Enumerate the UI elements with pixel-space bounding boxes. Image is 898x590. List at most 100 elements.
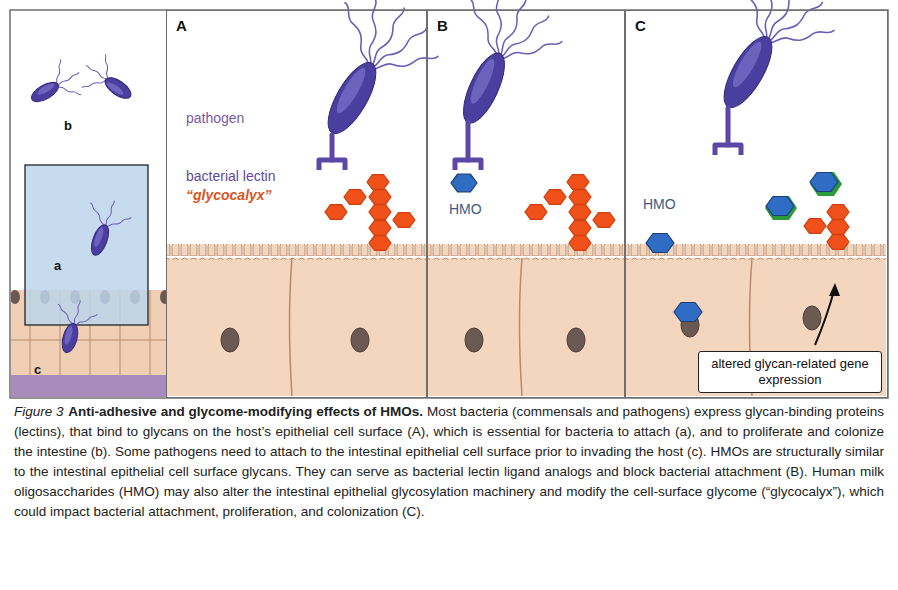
flagellum bbox=[104, 217, 131, 229]
panel-letter: B bbox=[437, 17, 448, 34]
glycan bbox=[369, 190, 391, 205]
bacterial-body bbox=[715, 30, 781, 114]
glycan bbox=[569, 221, 591, 236]
flagellum bbox=[368, 27, 428, 71]
hmo-molecule bbox=[766, 197, 794, 216]
nucleus bbox=[351, 328, 369, 352]
bacterial-lectin bbox=[319, 160, 345, 170]
glycan bbox=[827, 220, 849, 235]
flagellum bbox=[56, 85, 81, 96]
flagellum-group bbox=[368, 7, 407, 70]
hmo-molecule bbox=[646, 234, 674, 253]
glycan bbox=[827, 235, 849, 250]
flagellum-group bbox=[764, 1, 824, 45]
glycan bbox=[325, 205, 347, 220]
caption-text: Most bacteria (commensals and pathogens)… bbox=[14, 404, 884, 519]
epithelial-cell bbox=[428, 258, 624, 396]
part-label: HMO bbox=[449, 201, 482, 217]
flagellum-group bbox=[765, 29, 835, 46]
bacterium bbox=[681, 0, 849, 135]
body-highlight bbox=[36, 81, 56, 96]
flagellum bbox=[82, 79, 108, 88]
lectin-stalk bbox=[466, 122, 471, 160]
bacterial-body bbox=[455, 48, 512, 129]
flagellum bbox=[764, 1, 824, 45]
flagellum bbox=[765, 29, 835, 46]
caption-block: Figure 3 Anti-adhesive and glycome-modify… bbox=[14, 402, 884, 522]
flagellum-group bbox=[105, 54, 109, 80]
body-highlight bbox=[728, 39, 766, 91]
bacterium bbox=[421, 0, 574, 145]
epithelial-cell bbox=[626, 258, 886, 396]
flagellum-group bbox=[368, 27, 428, 71]
callout-letter: b bbox=[64, 118, 72, 133]
nucleus bbox=[567, 328, 585, 352]
flagellum-group bbox=[497, 40, 563, 62]
flagellum-group bbox=[56, 85, 81, 96]
callout-letter: c bbox=[34, 362, 41, 377]
arrowhead bbox=[829, 283, 840, 296]
bacterium bbox=[22, 55, 89, 118]
hmo-molecule bbox=[810, 173, 838, 192]
bacterial-body bbox=[29, 78, 62, 105]
glycan bbox=[369, 221, 391, 236]
flagellum bbox=[105, 54, 109, 80]
callout-letter: a bbox=[54, 258, 61, 273]
glycan bbox=[567, 175, 589, 190]
flagellum-group bbox=[56, 72, 80, 87]
glycan bbox=[569, 205, 591, 220]
glycan bbox=[393, 213, 415, 228]
lectin-stalk bbox=[330, 135, 335, 160]
modified-glycan-edge bbox=[810, 172, 842, 196]
cell-boundary bbox=[290, 258, 293, 396]
epithelial-cell bbox=[167, 258, 426, 396]
bacterial-body bbox=[102, 74, 135, 103]
bacterial-body bbox=[319, 56, 385, 140]
glycan bbox=[593, 213, 615, 228]
panel: A bbox=[166, 10, 427, 398]
hmo-molecule bbox=[451, 174, 477, 192]
flagellum-group bbox=[496, 0, 501, 59]
bacterium bbox=[74, 193, 135, 262]
part-label: pathogen bbox=[186, 110, 244, 126]
glycan bbox=[569, 190, 591, 205]
flagellum bbox=[497, 15, 551, 62]
flagellum bbox=[368, 7, 407, 70]
nucleus bbox=[465, 328, 483, 352]
flagellum-group bbox=[344, 1, 373, 69]
microvilli bbox=[428, 244, 624, 260]
figure-title: Anti-adhesive and glycome-modifying effe… bbox=[68, 404, 423, 419]
generated-art bbox=[22, 0, 886, 396]
bacterial-body bbox=[59, 322, 80, 355]
lectin-stalk bbox=[726, 108, 731, 145]
bacterial-body bbox=[88, 223, 112, 258]
body-highlight bbox=[63, 325, 74, 345]
nucleus bbox=[803, 306, 821, 330]
glycan bbox=[827, 205, 849, 220]
glycan bbox=[367, 175, 389, 190]
flagellum-group bbox=[369, 55, 439, 72]
part-label: “glycocalyx” bbox=[186, 187, 272, 203]
flagellum-group bbox=[497, 15, 551, 62]
part-label: bacterial lectin bbox=[186, 168, 276, 184]
flagellum bbox=[56, 72, 80, 87]
flagellum bbox=[344, 1, 373, 69]
flagellum bbox=[58, 303, 75, 326]
bacterium bbox=[46, 295, 100, 358]
panel-letter: C bbox=[635, 17, 646, 34]
figure-number: Figure 3 bbox=[14, 404, 64, 419]
figure-frame bbox=[10, 10, 888, 398]
flagellum-group bbox=[104, 217, 131, 229]
flagellum bbox=[497, 40, 563, 62]
flagellum-group bbox=[73, 314, 98, 327]
glycan bbox=[369, 236, 391, 251]
glycan bbox=[369, 205, 391, 220]
part-label: HMO bbox=[643, 196, 676, 212]
inset-box bbox=[25, 165, 148, 325]
flagellum bbox=[73, 314, 98, 327]
bacterial-lectin bbox=[455, 160, 481, 170]
body-highlight bbox=[105, 80, 125, 96]
flagellum bbox=[86, 64, 109, 81]
